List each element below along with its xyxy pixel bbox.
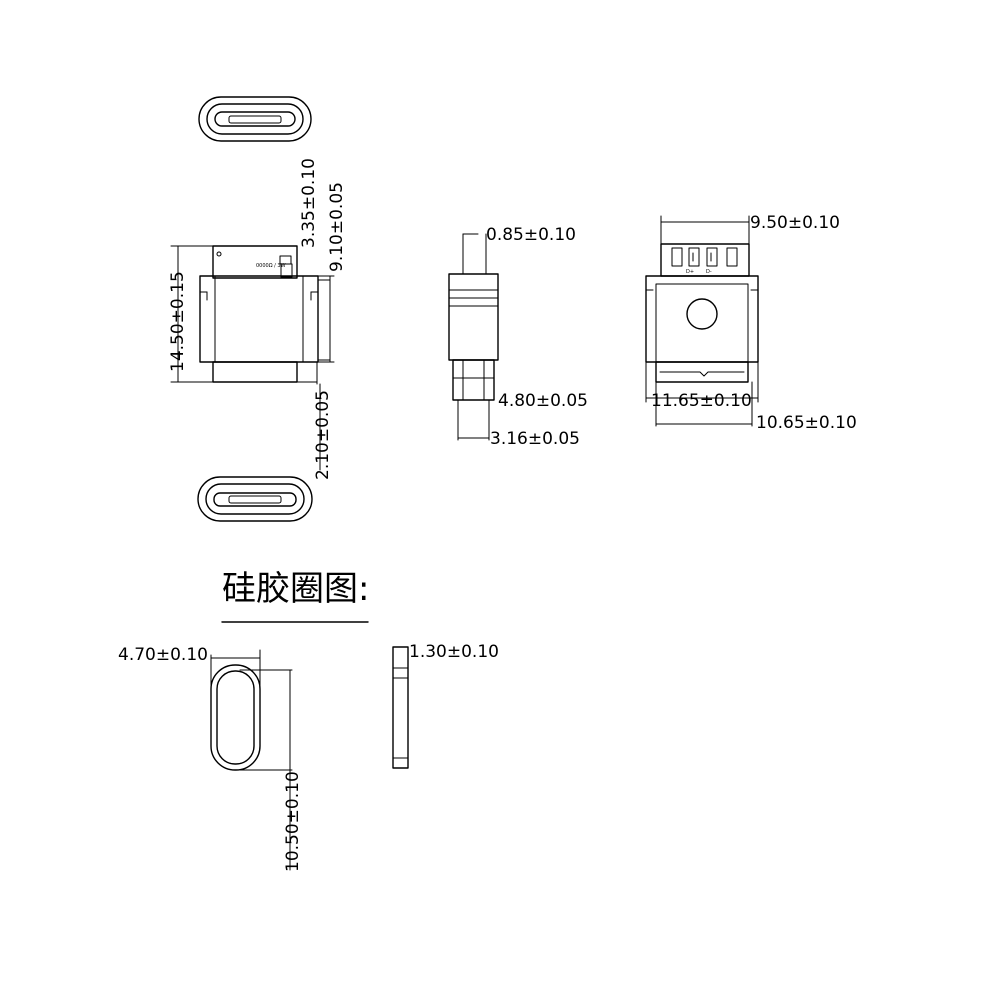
- dim-2-10: 2.10±0.05: [313, 361, 333, 480]
- side-body: [448, 273, 499, 361]
- top-end-view: [198, 96, 312, 142]
- back-lower: [655, 361, 749, 383]
- pcb-top: [212, 245, 298, 279]
- silicone-ring-title: 硅胶圈图:: [222, 569, 369, 609]
- dim-4-70-label: 4.70±0.10: [118, 645, 208, 665]
- pin-label-dminus: D-: [706, 269, 712, 275]
- silicone-ring-front: [210, 649, 293, 871]
- dim-9-50: 9.50±0.10: [660, 213, 840, 245]
- front-view: 0000Ω / 3W: [199, 245, 331, 383]
- dim-10-65-label: 10.65±0.10: [756, 413, 857, 433]
- back-body: [645, 275, 759, 363]
- body-shell: [199, 275, 319, 363]
- side-view: [448, 233, 499, 441]
- dim-9-50-label: 9.50±0.10: [750, 213, 840, 233]
- dim-11-65: 11.65±0.10: [645, 361, 759, 411]
- pin-label-dplus: D+: [686, 269, 694, 275]
- dim-1-30-label: 1.30±0.10: [409, 642, 499, 662]
- dim-9-10-label: 9.10±0.05: [327, 182, 347, 272]
- dim-0-85-label: 0.85±0.10: [486, 225, 576, 245]
- screw-hole: [686, 298, 718, 330]
- dim-3-16-label: 3.16±0.05: [490, 429, 580, 449]
- silicone-ring-side: [392, 646, 409, 769]
- dim-3-35-label: 3.35±0.10: [299, 158, 319, 248]
- dim-3-35: 3.35±0.10: [296, 158, 319, 273]
- dim-14-50: 14.50±0.15: [168, 245, 214, 383]
- side-lower: [452, 359, 495, 401]
- dim-10-50-label: 10.50±0.10: [283, 771, 303, 872]
- bottom-flange: [212, 361, 298, 383]
- dim-11-65-label: 11.65±0.10: [651, 391, 752, 411]
- pcb-back: [660, 243, 750, 277]
- dim-4-80-label: 4.80±0.05: [498, 391, 588, 411]
- dim-10-65: 10.65±0.10: [655, 381, 857, 433]
- dim-2-10-label: 2.10±0.05: [313, 390, 333, 480]
- dim-14-50-label: 14.50±0.15: [168, 271, 188, 372]
- board-marking: 0000Ω / 3W: [256, 263, 286, 269]
- back-view: D+ D-: [645, 243, 759, 383]
- bottom-end-view: [197, 476, 313, 522]
